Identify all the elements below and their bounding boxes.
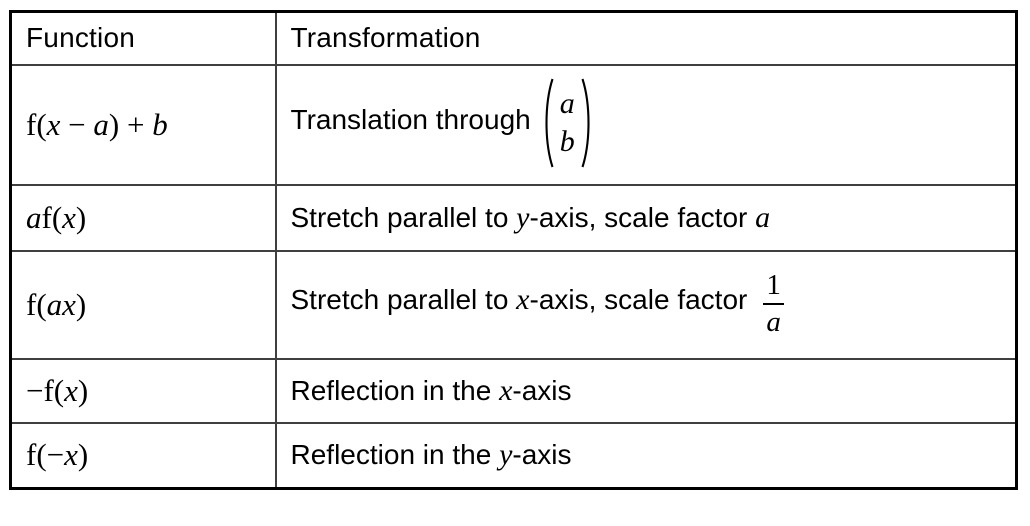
fraction-numerator: 1 — [766, 268, 781, 301]
vector-top: a — [559, 87, 575, 120]
transformation-text: Translation through — [290, 103, 531, 135]
transformation-cell: Reflection in the y-axis — [274, 421, 1018, 490]
function-expression: af(x) — [26, 199, 87, 235]
header-transformation: Transformation — [274, 10, 1018, 66]
header-row: Function Transformation — [9, 10, 1018, 66]
transformation-text: Stretch parallel to y-axis, scale factor… — [290, 200, 771, 234]
transformation-text: Stretch parallel to x-axis, scale factor — [290, 282, 756, 316]
function-expression: f(ax) — [26, 286, 87, 322]
function-expression: f(−x) — [26, 437, 89, 473]
transformation-cell: Stretch parallel to x-axis, scale factor… — [274, 249, 1018, 360]
table-row-reflect-x: −f(x) Reflection in the x-axis — [9, 357, 1018, 424]
table-row-stretch-x: f(ax) Stretch parallel to x-axis, scale … — [9, 249, 1018, 360]
variable-y: y — [499, 438, 513, 472]
table-row-stretch-y: af(x) Stretch parallel to y-axis, scale … — [9, 183, 1018, 252]
left-paren-icon — [545, 78, 554, 167]
function-cell: f(ax) — [9, 249, 277, 360]
variable-x: x — [499, 373, 513, 407]
transformations-table: Function Transformation f(x − a) + b Tra… — [9, 10, 1018, 490]
table-row-reflect-y: f(−x) Reflection in the y-axis — [9, 421, 1018, 490]
transformation-cell: Reflection in the x-axis — [274, 357, 1018, 424]
variable-x: x — [516, 282, 530, 316]
transformation-cell: Stretch parallel to y-axis, scale factor… — [274, 183, 1018, 252]
function-expression: −f(x) — [26, 372, 89, 408]
vector-bottom: b — [559, 124, 575, 158]
header-function: Function — [9, 10, 277, 66]
transformation-text: Reflection in the y-axis — [290, 438, 572, 472]
function-cell: af(x) — [9, 183, 277, 252]
variable-a: a — [755, 200, 771, 234]
fraction-denominator: a — [766, 306, 781, 338]
function-cell: −f(x) — [9, 357, 277, 424]
right-paren-icon — [581, 78, 590, 167]
function-expression: f(x − a) + b — [26, 106, 168, 142]
function-cell: f(−x) — [9, 421, 277, 490]
transformation-text: Reflection in the x-axis — [290, 373, 572, 407]
function-cell: f(x − a) + b — [9, 63, 277, 186]
variable-y: y — [516, 200, 530, 234]
fraction-bar — [763, 303, 785, 305]
